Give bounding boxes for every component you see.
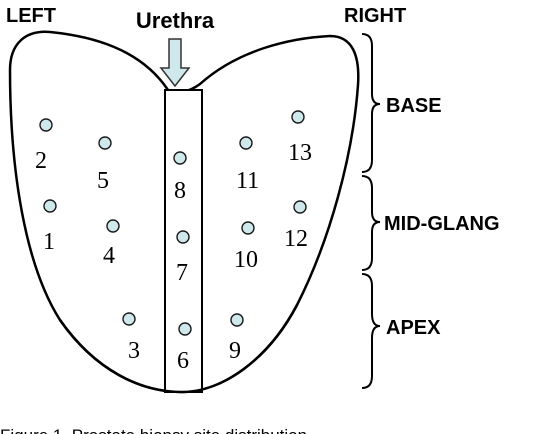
biopsy-site-marker-8 <box>173 151 187 165</box>
biopsy-site-number-5: 5 <box>97 168 109 194</box>
biopsy-site-marker-1 <box>43 199 57 213</box>
biopsy-site-number-9: 9 <box>229 338 241 364</box>
biopsy-site-number-6: 6 <box>177 348 189 374</box>
biopsy-site-marker-9 <box>230 313 244 327</box>
arrow-down-icon <box>159 38 191 88</box>
apex-brace <box>361 273 381 389</box>
biopsy-site-number-10: 10 <box>234 247 258 273</box>
biopsy-site-marker-5 <box>98 136 112 150</box>
zone-label-base: BASE <box>386 95 442 117</box>
biopsy-site-number-1: 1 <box>43 229 55 255</box>
biopsy-site-number-2: 2 <box>35 148 47 174</box>
figure-caption: Figure 1. Prostate biopsy site distribut… <box>0 426 307 434</box>
base-brace <box>361 33 381 173</box>
biopsy-site-marker-13 <box>291 110 305 124</box>
biopsy-site-marker-10 <box>241 221 255 235</box>
right-label: RIGHT <box>344 5 406 27</box>
biopsy-site-marker-2 <box>39 118 53 132</box>
biopsy-site-marker-6 <box>178 322 192 336</box>
biopsy-site-number-12: 12 <box>284 226 308 252</box>
left-label: LEFT <box>6 5 56 27</box>
biopsy-site-number-11: 11 <box>236 168 259 194</box>
biopsy-site-number-8: 8 <box>174 178 186 204</box>
biopsy-site-marker-3 <box>122 312 136 326</box>
biopsy-site-number-4: 4 <box>103 243 115 269</box>
biopsy-site-number-13: 13 <box>288 140 312 166</box>
prostate-outline-bottom <box>58 304 299 394</box>
biopsy-site-marker-11 <box>239 136 253 150</box>
mid-glang-brace <box>361 175 381 271</box>
biopsy-site-marker-7 <box>176 230 190 244</box>
zone-label-mid-glang: MID-GLANG <box>384 213 500 235</box>
biopsy-site-marker-12 <box>293 200 307 214</box>
biopsy-site-marker-4 <box>106 219 120 233</box>
zone-label-apex: APEX <box>386 317 441 339</box>
biopsy-site-number-3: 3 <box>128 338 140 364</box>
biopsy-site-number-7: 7 <box>176 260 188 286</box>
urethra-label: Urethra <box>136 8 215 33</box>
